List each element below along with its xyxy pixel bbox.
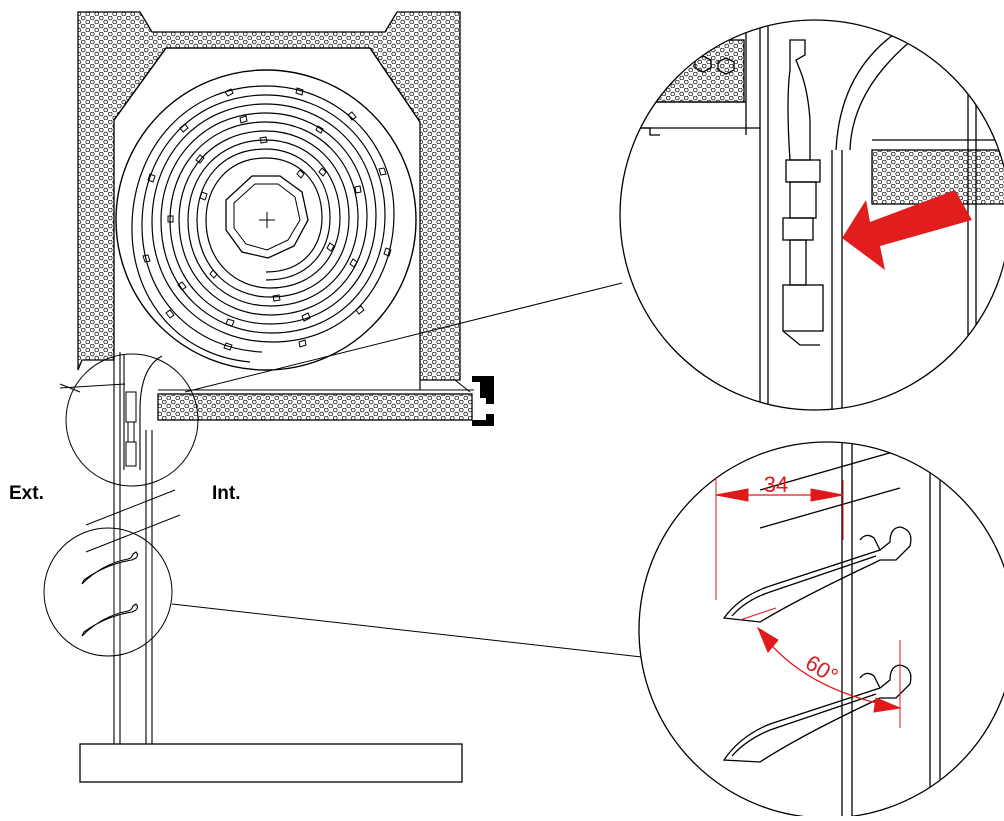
angle-dimension xyxy=(739,607,902,728)
width-dimension xyxy=(715,478,844,600)
end-profile xyxy=(472,376,494,426)
ceiling-panel xyxy=(157,393,473,421)
magnified-detail-bottom: 34 60° xyxy=(638,441,1004,819)
exterior-label: Ext. xyxy=(9,483,44,504)
width-dimension-label: 34 xyxy=(764,472,788,497)
shutter-box xyxy=(59,11,494,783)
window-sill xyxy=(79,743,463,783)
bottom-slat-detail xyxy=(125,391,137,467)
crosshair-icon xyxy=(259,212,275,228)
detail-circle-top xyxy=(65,353,199,487)
red-arrow-icon xyxy=(842,190,972,270)
rolled-slats xyxy=(131,85,395,363)
leader-bottom xyxy=(171,603,643,658)
housing-insulation xyxy=(77,11,461,381)
leader-top xyxy=(184,282,623,393)
interior-label: Int. xyxy=(212,483,241,504)
detail-circle-bottom xyxy=(43,527,173,657)
magnified-detail-top xyxy=(619,19,1004,411)
